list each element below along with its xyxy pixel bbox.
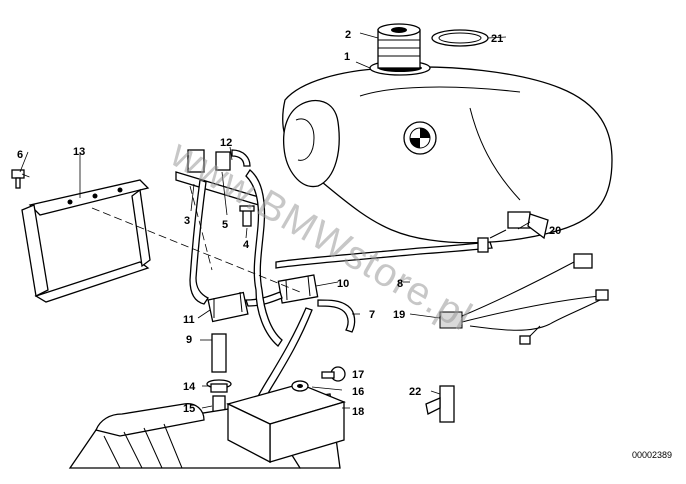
leader-lines xyxy=(19,32,531,409)
callout-5: 5 xyxy=(222,219,228,231)
callout-7: 7 xyxy=(369,309,375,321)
fuel-hose-elbow[interactable] xyxy=(317,299,356,333)
assembly-line xyxy=(21,173,33,179)
callout-6: 6 xyxy=(17,149,23,161)
drawing-number: 00002389 xyxy=(632,450,672,460)
callout-1: 1 xyxy=(344,51,350,63)
assembly-line xyxy=(189,185,213,271)
hose-connector[interactable] xyxy=(425,385,455,423)
fuel-hose-left[interactable] xyxy=(189,179,209,305)
callout-21: 21 xyxy=(491,33,503,45)
callout-17: 17 xyxy=(352,369,364,381)
callout-3: 3 xyxy=(184,215,190,227)
fuel-hose-right[interactable] xyxy=(245,169,283,347)
callout-2: 2 xyxy=(345,29,351,41)
assembly-line xyxy=(91,207,301,293)
housing-cover[interactable] xyxy=(226,383,346,464)
cap-gasket[interactable] xyxy=(431,29,489,47)
filter-bracket[interactable] xyxy=(175,149,263,207)
callout-20: 20 xyxy=(549,225,561,237)
callout-labels: 1 2 21 3 4 5 6 7 8 9 10 11 12 13 14 15 1… xyxy=(17,29,561,418)
grommet[interactable] xyxy=(206,379,232,393)
fuel-filter-upper[interactable] xyxy=(277,274,319,304)
fuel-filter[interactable] xyxy=(207,291,249,323)
callout-15: 15 xyxy=(183,403,195,415)
callout-14: 14 xyxy=(183,381,196,393)
wiring-harness[interactable] xyxy=(439,253,609,345)
filler-cap[interactable] xyxy=(377,23,421,69)
bolt[interactable] xyxy=(239,205,255,227)
callout-4: 4 xyxy=(243,239,250,251)
callout-10: 10 xyxy=(337,278,349,290)
fuel-tap[interactable] xyxy=(489,211,549,240)
vent-hose[interactable] xyxy=(275,241,493,269)
callout-13: 13 xyxy=(73,146,85,158)
callout-22: 22 xyxy=(409,386,421,398)
callout-16: 16 xyxy=(352,386,364,398)
callout-11: 11 xyxy=(183,314,195,326)
callout-8: 8 xyxy=(397,278,403,290)
screw-with-washer[interactable] xyxy=(321,366,346,382)
callout-18: 18 xyxy=(352,406,364,418)
callout-9: 9 xyxy=(186,334,192,346)
tank-badge-icon xyxy=(403,121,437,155)
hose-clip[interactable] xyxy=(477,237,489,253)
screw[interactable] xyxy=(11,169,25,189)
mounting-bracket[interactable] xyxy=(21,179,151,303)
callout-19: 19 xyxy=(393,309,405,321)
callout-12: 12 xyxy=(220,137,232,149)
rubber-grommet[interactable] xyxy=(291,380,309,392)
connecting-pipe[interactable] xyxy=(211,333,227,373)
